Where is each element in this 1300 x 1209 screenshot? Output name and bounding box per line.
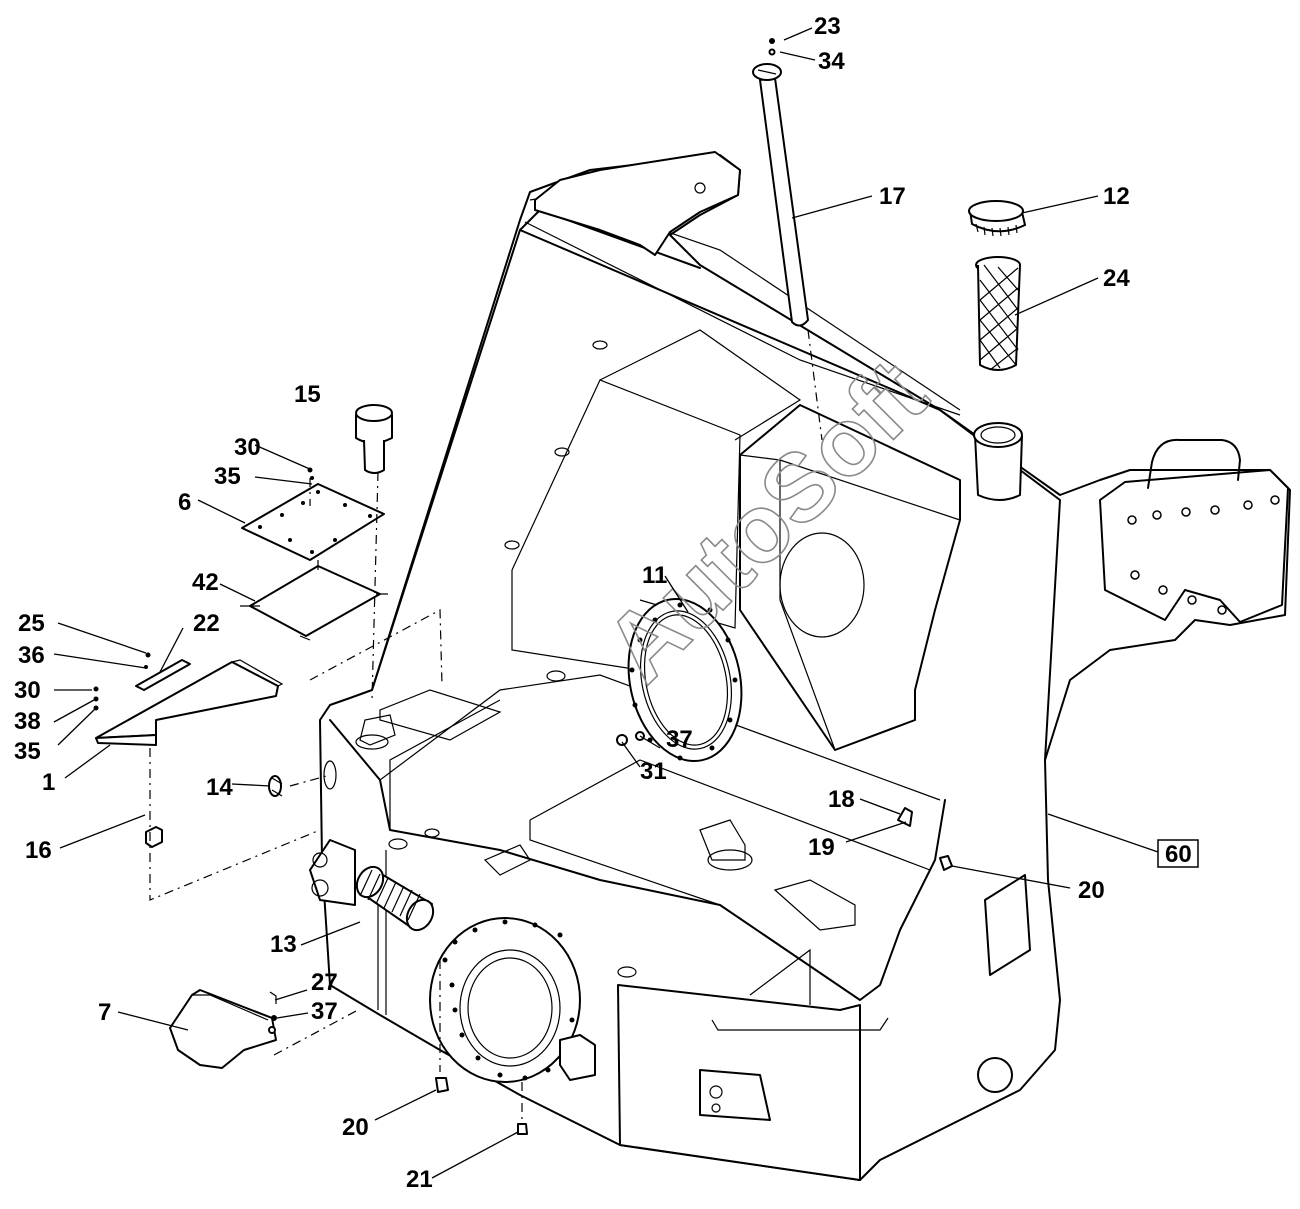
callout-1: 1 (42, 769, 55, 796)
callout-15: 15 (294, 381, 321, 408)
callout-14: 14 (206, 774, 233, 801)
main-frame-body (309, 151, 1291, 1181)
callout-37-upper: 37 (666, 726, 693, 753)
callout-6: 6 (178, 489, 191, 516)
inspection-cover-11 (627, 597, 743, 763)
guard-plate-7 (169, 989, 277, 1069)
callout-13: 13 (270, 931, 297, 958)
callout-17: 17 (879, 183, 906, 210)
breather-15 (355, 404, 393, 474)
fitting-18-19 (897, 807, 913, 827)
cover-bracket-1 (95, 659, 284, 746)
filler-neck (973, 422, 1023, 501)
callout-30-lower: 30 (14, 677, 41, 704)
callout-24: 24 (1103, 265, 1130, 292)
callout-30-upper: 30 (234, 434, 261, 461)
cover-plate-6 (241, 483, 385, 561)
callout-37-lower: 37 (311, 998, 338, 1025)
callout-31: 31 (640, 758, 667, 785)
filler-cap-12 (968, 200, 1026, 237)
block-16 (145, 826, 163, 848)
callout-7: 7 (98, 999, 111, 1026)
callout-18: 18 (828, 786, 855, 813)
plug-21 (517, 1123, 528, 1135)
strap-22 (135, 659, 191, 691)
lower-flange-port (429, 917, 596, 1083)
filter-element-13 (355, 865, 435, 932)
callout-20-lower: 20 (342, 1114, 369, 1141)
callout-60-box: 60 (1157, 839, 1199, 868)
callout-16: 16 (25, 837, 52, 864)
dipstick-tube-17 (752, 38, 823, 441)
callout-12: 12 (1103, 183, 1130, 210)
plug-20-lower (435, 1077, 449, 1093)
callout-27: 27 (311, 969, 338, 996)
callout-22: 22 (193, 610, 220, 637)
callout-42: 42 (192, 569, 219, 596)
callout-34: 34 (818, 48, 845, 75)
strainer-basket-24 (975, 256, 1021, 371)
callout-19: 19 (808, 834, 835, 861)
lifting-handle (1147, 438, 1241, 489)
callout-38: 38 (14, 708, 41, 735)
callout-36: 36 (18, 642, 45, 669)
callout-35-upper: 35 (214, 463, 241, 490)
callout-11: 11 (642, 562, 667, 589)
callout-60: 60 (1165, 841, 1192, 868)
callout-35-lower: 35 (14, 738, 41, 765)
callout-23: 23 (814, 13, 841, 40)
callout-labels: 23 34 17 12 24 15 30 35 6 42 25 22 36 30… (14, 13, 1199, 1193)
callout-21: 21 (406, 1166, 433, 1193)
callout-20-right: 20 (1078, 877, 1105, 904)
leader-lines (53, 27, 1159, 1179)
callout-25: 25 (18, 610, 45, 637)
gasket-42 (240, 560, 388, 641)
